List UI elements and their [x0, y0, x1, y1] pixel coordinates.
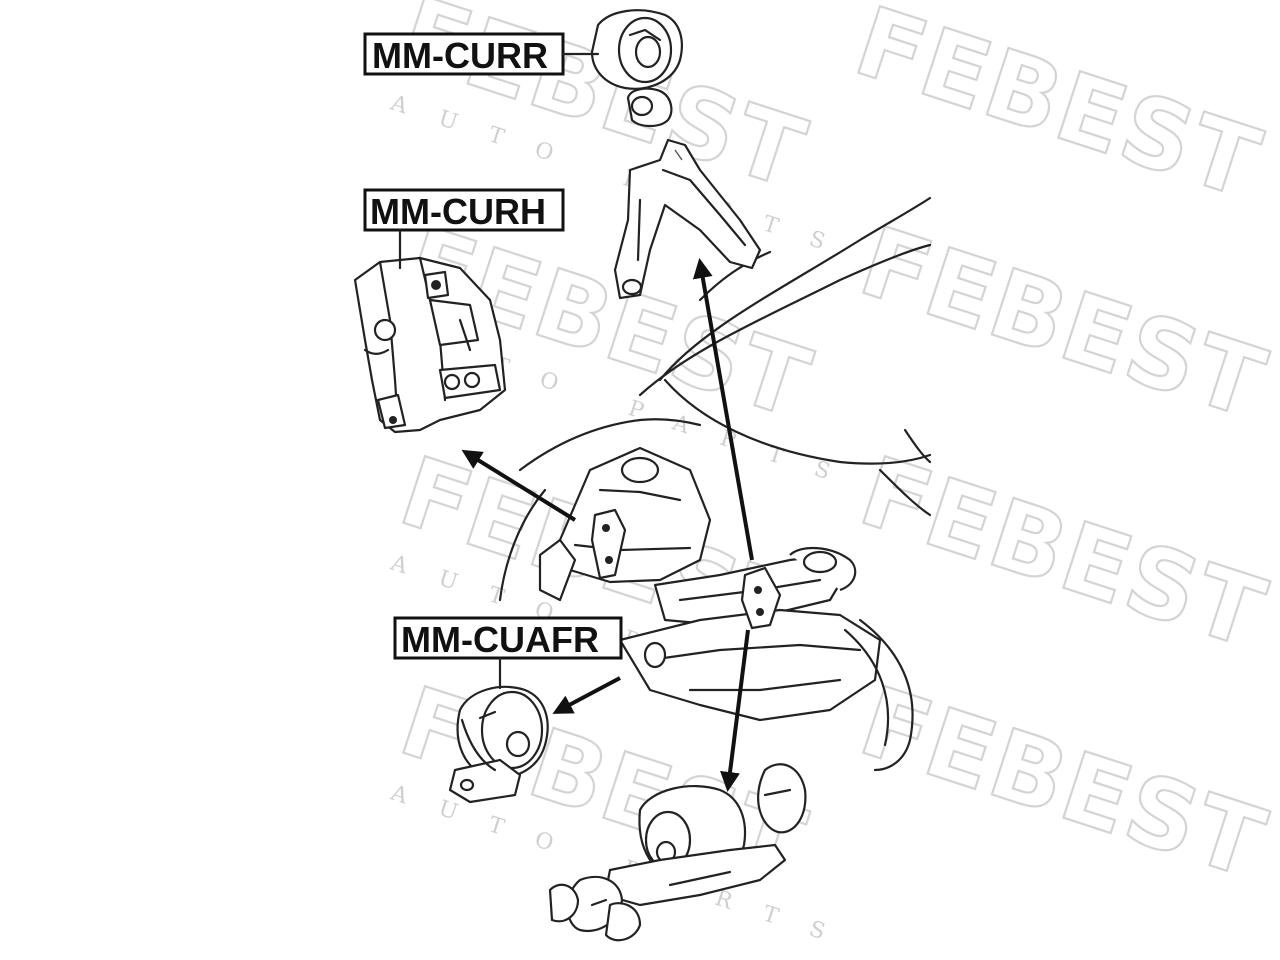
- part-mm-cuafr: [448, 685, 549, 804]
- watermark-brand: FEBEST: [848, 435, 1279, 670]
- part-mm-curr: [590, 9, 762, 300]
- arrows: [461, 258, 754, 792]
- front-mount-position: [643, 641, 667, 669]
- arrow-to-cuafr: [552, 676, 621, 714]
- watermark-7: FEBEST: [847, 434, 1280, 671]
- vehicle-body-outline: [498, 196, 932, 602]
- label-text-cuafr: MM-CUAFR: [401, 619, 599, 660]
- watermark-brand: FEBEST: [848, 205, 1279, 440]
- watermark-brand: FEBEST: [843, 0, 1274, 221]
- arrow-to-lower-mount: [720, 629, 750, 792]
- rr-mount-position: [740, 566, 782, 630]
- watermark-layer: FEBEST AUTO PARTS FEBEST AUTO PARTS FEBE…: [387, 0, 1280, 955]
- watermark-6: FEBEST: [847, 204, 1280, 441]
- label-text-curh: MM-CURH: [370, 191, 546, 232]
- arrow-to-curr: [692, 258, 754, 561]
- label-text-curr: MM-CURR: [372, 35, 548, 76]
- label-mm-curr: MM-CURR: [363, 32, 600, 76]
- part-lower-mount: [548, 763, 807, 942]
- engine-subframe: [538, 446, 914, 772]
- label-mm-cuafr: MM-CUAFR: [393, 616, 623, 690]
- part-mm-curh: [353, 256, 507, 434]
- rh-mount-position: [590, 508, 627, 580]
- watermark-5: FEBEST: [842, 0, 1275, 222]
- arrow-to-curh: [461, 449, 577, 522]
- label-mm-curh: MM-CURH: [363, 188, 565, 270]
